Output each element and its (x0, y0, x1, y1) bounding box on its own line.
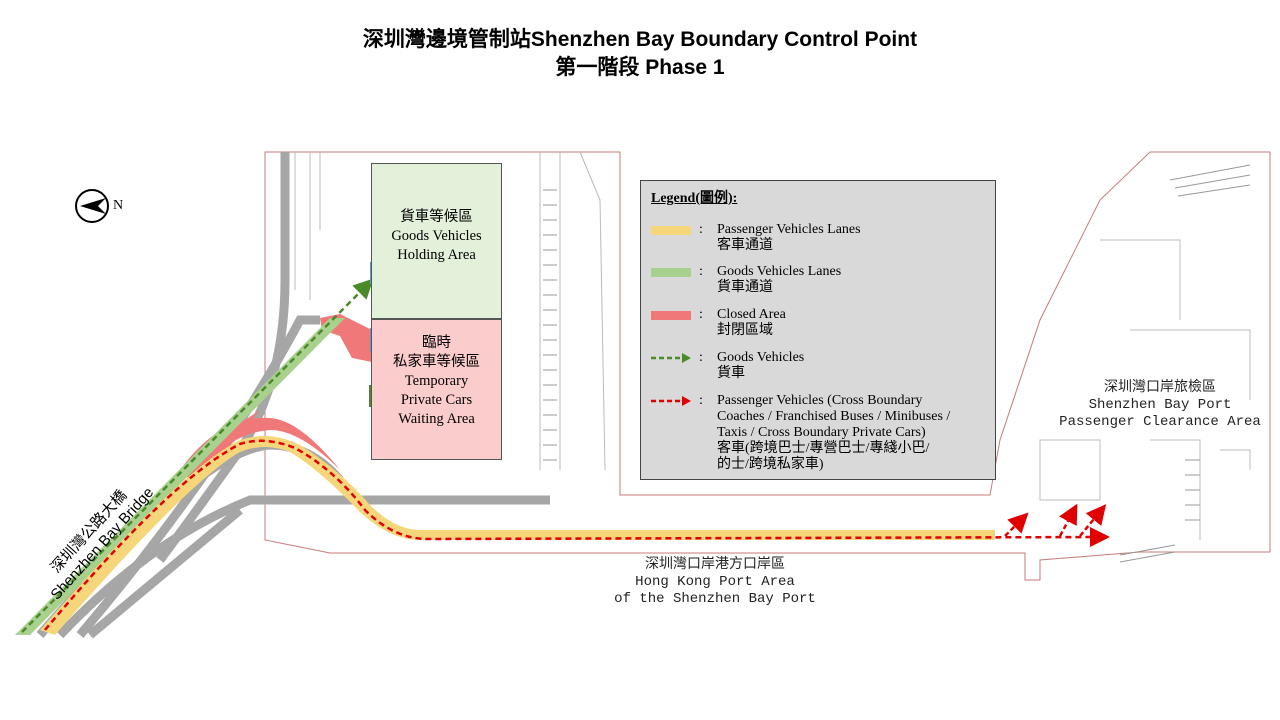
legend-text: 的士/跨境私家車) (717, 457, 824, 472)
hk-area-en2: of the Shenzhen Bay Port (614, 591, 816, 607)
goods-holding-area: 貨車等候區 Goods Vehicles Holding Area (371, 163, 502, 319)
legend-text: Goods Vehicles Lanes (717, 264, 842, 279)
red-dashed-arrow-icon (651, 396, 691, 406)
temp-zone-en1: Temporary (404, 373, 469, 389)
green-dashed-arrow-icon (651, 353, 691, 363)
building-outlines (294, 151, 1251, 540)
north-arrow-icon (75, 189, 109, 223)
map-title: 深圳灣邊境管制站Shenzhen Bay Boundary Control Po… (362, 28, 918, 51)
temporary-waiting-area: 臨時 私家車等候區 Temporary Private Cars Waiting… (371, 319, 502, 460)
legend-text: 封閉區域 (717, 323, 773, 338)
legend-text: 貨車通道 (717, 280, 773, 295)
legend-text: 貨車 (717, 366, 745, 381)
passenger-branch (1058, 503, 1078, 537)
legend-text: Closed Area (717, 307, 786, 322)
legend-text: Passenger Vehicles Lanes (717, 222, 861, 237)
goods-lane (15, 318, 345, 635)
goods-route (21, 278, 374, 633)
legend-title: Legend(圖例): (651, 191, 738, 206)
temp-zone-en3: Waiting Area (398, 411, 475, 427)
legend-text: Coaches / Franchised Buses / Minibuses / (717, 409, 951, 424)
passenger-branch (1079, 504, 1107, 537)
map-subtitle: 第一階段 Phase 1 (555, 56, 725, 79)
north-label: N (113, 198, 124, 213)
temp-zone-zh2: 私家車等候區 (393, 354, 480, 370)
legend-text: Passenger Vehicles (Cross Boundary (717, 393, 923, 408)
passenger-route (44, 439, 1110, 631)
temp-zone-zh1: 臨時 (422, 335, 451, 351)
goods-zone-zh: 貨車等候區 (400, 209, 473, 225)
temp-zone-en2: Private Cars (400, 392, 473, 408)
legend-text: Taxis / Cross Boundary Private Cars) (717, 425, 926, 440)
legend-text: 客車通道 (717, 238, 773, 253)
goods-zone-en1: Goods Vehicles (391, 228, 482, 244)
sz-port-en2: Passenger Clearance Area (1059, 414, 1261, 430)
legend-text: 客車(跨境巴士/專營巴士/專綫小巴/ (717, 441, 930, 456)
structure-ladder (543, 189, 557, 461)
yellow-swatch-icon (651, 226, 691, 235)
passenger-branch (1004, 512, 1029, 537)
hk-port-area-label: 深圳灣口岸港方口岸區 Hong Kong Port Area of the Sh… (560, 557, 870, 608)
sz-port-clearance-label: 深圳灣口岸旅檢區 Shenzhen Bay Port Passenger Cle… (1045, 380, 1275, 431)
passenger-lane (40, 436, 995, 635)
sz-port-zh: 深圳灣口岸旅檢區 (1104, 380, 1216, 396)
site-boundary (264, 151, 1271, 581)
hk-area-zh: 深圳灣口岸港方口岸區 (645, 557, 785, 573)
green-swatch-icon (651, 268, 691, 277)
hk-area-en1: Hong Kong Port Area (635, 574, 795, 590)
red-swatch-icon (651, 311, 691, 320)
port-hatch (1119, 164, 1251, 563)
goods-zone-en2: Holding Area (397, 247, 476, 263)
sz-port-en1: Shenzhen Bay Port (1088, 397, 1232, 413)
legend-text: Goods Vehicles (717, 350, 805, 365)
